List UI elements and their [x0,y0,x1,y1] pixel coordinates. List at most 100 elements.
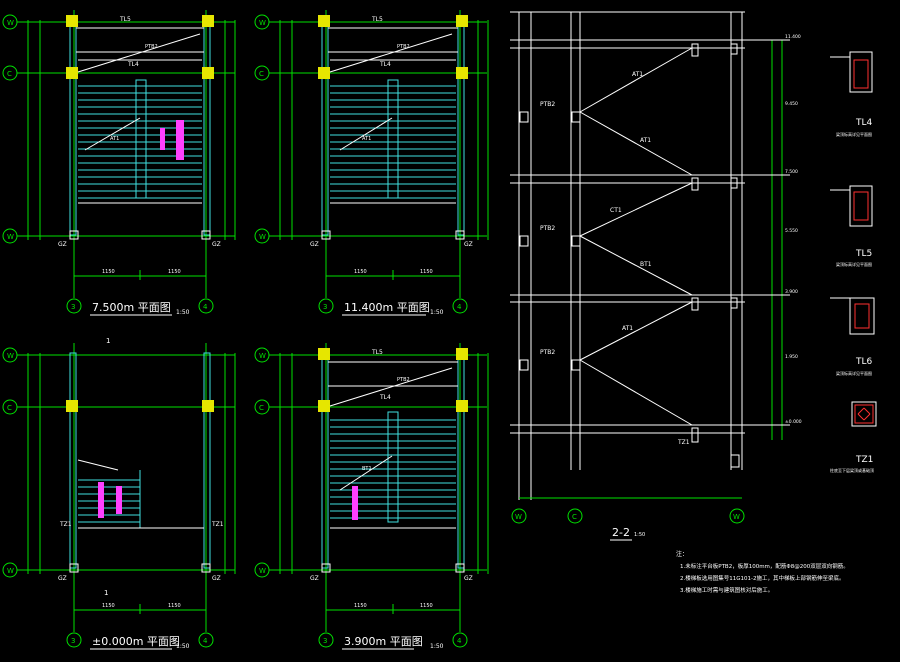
plan-title: 11.400m 平面图 [344,301,430,314]
svg-text:C: C [7,404,12,412]
beam-details: TL4 梁顶标高详见平面图 TL5 梁顶标高详见平面图 TL6 梁顶标高详见平面… [830,51,877,473]
svg-text:TZ1: TZ1 [211,521,224,528]
svg-text:TL5: TL5 [119,16,131,23]
svg-text:3: 3 [323,303,327,311]
detail-tl4: TL4 梁顶标高详见平面图 [830,51,873,137]
svg-text:C: C [7,70,12,78]
svg-text:GZ: GZ [58,575,67,582]
svg-text:PTB2: PTB2 [540,349,555,356]
detail-tl5: TL5 梁顶标高详见平面图 [830,185,873,267]
svg-text:BT1: BT1 [362,466,372,472]
svg-text:GZ: GZ [212,575,221,582]
svg-text:C: C [572,513,577,521]
svg-text:TL5: TL5 [371,16,383,23]
plan-7500: W C W [2,10,236,316]
svg-text:AT1: AT1 [110,136,119,142]
svg-text:1150: 1150 [102,603,115,609]
svg-text:1.950: 1.950 [785,354,798,360]
plan-11400: W C W [254,10,489,316]
svg-text:TZ1: TZ1 [677,439,690,446]
svg-text:W: W [259,352,266,360]
plan-0000: W C W 1 1 TZ1 TZ1 GZ GZ [2,337,236,650]
plan-3900: W C W [254,343,489,650]
svg-text:4: 4 [457,303,462,311]
svg-text:W: W [7,233,14,241]
plan-title: 3.900m 平面图 [344,635,423,648]
svg-text:TZ1: TZ1 [855,455,873,465]
svg-text:1150: 1150 [354,603,367,609]
svg-text:9.450: 9.450 [785,101,798,107]
svg-text:2.楼梯板选用图集号11G101-2施工，其中梯板上部钢筋伸: 2.楼梯板选用图集号11G101-2施工，其中梯板上部钢筋伸至梁底。 [680,574,845,582]
svg-text:4: 4 [203,303,208,311]
svg-text:4: 4 [203,637,208,645]
svg-text:1: 1 [106,337,110,345]
svg-text:PTB2: PTB2 [397,44,410,50]
svg-text:CT1: CT1 [610,207,622,214]
level-marks: 11.400 9.450 7.500 5.550 3.900 1.950 ±0.… [785,34,802,425]
svg-text:W: W [259,233,266,241]
svg-text:5.550: 5.550 [785,228,798,234]
svg-text:W: W [259,567,266,575]
svg-text:W: W [7,567,14,575]
svg-text:1150: 1150 [420,269,433,275]
svg-text:W: W [7,352,14,360]
plan-title: ±0.000m 平面图 [92,635,180,648]
svg-text:1150: 1150 [168,603,181,609]
svg-text:±0.000: ±0.000 [785,419,802,425]
svg-text:AT1: AT1 [632,71,643,78]
svg-text:梁顶标高详见平面图: 梁顶标高详见平面图 [836,261,872,267]
svg-text:W: W [733,513,740,521]
svg-text:BT1: BT1 [640,261,652,268]
svg-text:C: C [259,404,264,412]
svg-text:PTB2: PTB2 [540,225,555,232]
svg-text:注：: 注： [676,550,688,558]
svg-text:11.400: 11.400 [785,34,801,40]
svg-text:TL5: TL5 [371,349,383,356]
svg-text:TL5: TL5 [855,249,872,259]
svg-text:1150: 1150 [168,269,181,275]
detail-tl6: TL6 梁顶标高详见平面图 [830,297,875,376]
svg-text:AT1: AT1 [640,137,651,144]
rebar-annotation [160,120,184,160]
svg-text:AT1: AT1 [362,136,371,142]
svg-text:GZ: GZ [464,241,473,248]
svg-text:梁顶标高详见平面图: 梁顶标高详见平面图 [836,131,872,137]
svg-text:GZ: GZ [464,575,473,582]
detail-tz1: TZ1 柱底至下层梁顶或基础顶 [830,401,877,473]
svg-text:3.楼梯施工时需与建筑图核对后施工。: 3.楼梯施工时需与建筑图核对后施工。 [680,586,773,594]
svg-text:1:50: 1:50 [430,309,444,316]
svg-text:4: 4 [457,637,462,645]
svg-text:TL4: TL4 [379,394,391,401]
svg-text:C: C [259,70,264,78]
section-title: 2-2 [612,526,630,539]
svg-text:3: 3 [71,637,75,645]
svg-text:3: 3 [323,637,327,645]
svg-text:1150: 1150 [102,269,115,275]
svg-text:W: W [259,19,266,27]
svg-text:PTB2: PTB2 [145,44,158,50]
svg-text:1.未标注平台板PTB2，板厚100mm，配筋Φ8@200双: 1.未标注平台板PTB2，板厚100mm，配筋Φ8@200双层双向钢筋。 [680,562,849,570]
svg-text:W: W [7,19,14,27]
svg-text:AT1: AT1 [622,325,633,332]
svg-text:PTB2: PTB2 [397,377,410,383]
general-notes: 注： 1.未标注平台板PTB2，板厚100mm，配筋Φ8@200双层双向钢筋。 … [676,550,849,594]
axis-bubbles-left: W C W [2,14,18,244]
svg-text:GZ: GZ [212,241,221,248]
svg-text:TL4: TL4 [127,61,139,68]
svg-text:TL6: TL6 [855,357,873,367]
svg-text:1150: 1150 [420,603,433,609]
svg-text:TL4: TL4 [855,118,873,128]
svg-text:W: W [515,513,522,521]
svg-text:3: 3 [71,303,75,311]
svg-text:GZ: GZ [58,241,67,248]
svg-text:3.900: 3.900 [785,289,798,295]
svg-text:PTB2: PTB2 [540,101,555,108]
svg-text:1:50: 1:50 [634,532,645,538]
svg-text:GZ: GZ [310,575,319,582]
svg-text:GZ: GZ [310,241,319,248]
svg-text:1:50: 1:50 [176,309,190,316]
svg-text:7.500: 7.500 [785,169,798,175]
svg-text:1: 1 [104,589,108,597]
svg-text:柱底至下层梁顶或基础顶: 柱底至下层梁顶或基础顶 [830,467,874,473]
